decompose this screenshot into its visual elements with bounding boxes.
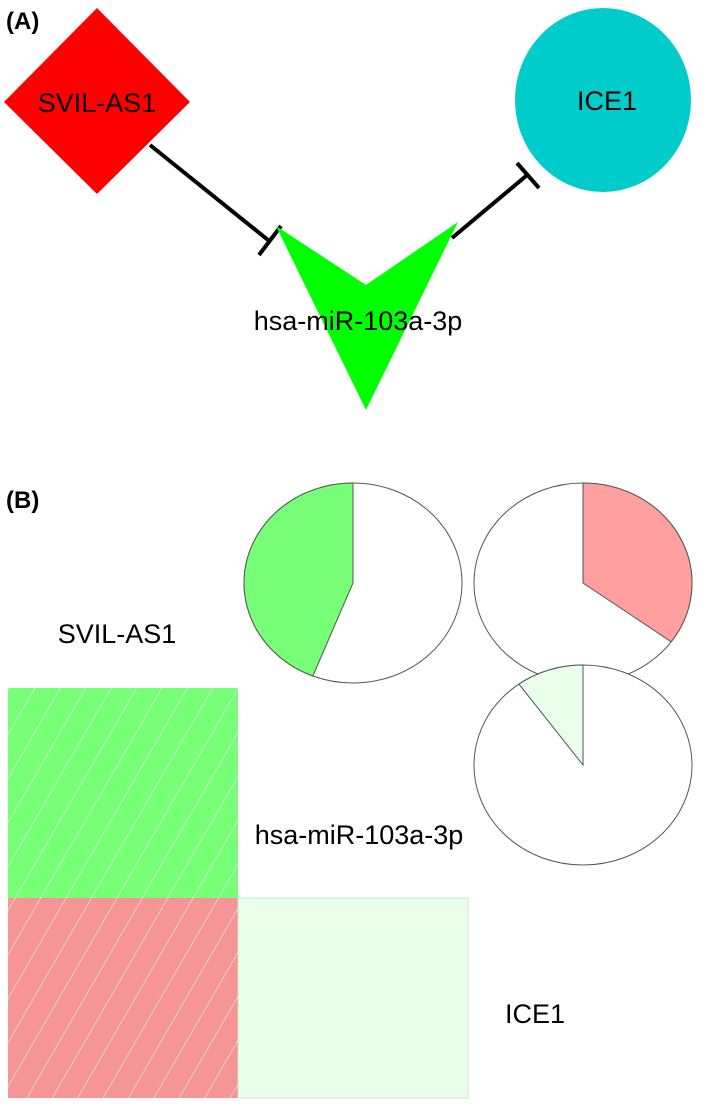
panel-b-label: (B)	[6, 487, 39, 514]
square-ice1-vs-hsa-mir-103a-3p	[237, 897, 469, 1099]
diamond-shape	[4, 8, 190, 194]
pie-slice	[243, 482, 354, 677]
edge-ice1-mirna	[450, 161, 541, 240]
pie-svil-as1-vs-ice1	[473, 482, 693, 684]
node-ice1[interactable]: ICE1	[515, 8, 691, 192]
pie-slice	[518, 664, 584, 767]
row-label-hsa-mir-103a-3p: hsa-miR-103a-3p	[255, 820, 464, 850]
panel-b: (B) SVIL-AS1 hsa-miR-103a-3p ICE1	[6, 482, 693, 1099]
panel-a: (A) SVIL-AS1 ICE1 hsa-miR-103a-3p	[4, 8, 691, 410]
node-label: SVIL-AS1	[38, 88, 157, 118]
panel-a-label: (A)	[6, 8, 39, 35]
node-svil-as1[interactable]: SVIL-AS1	[4, 8, 190, 194]
pie-slice	[582, 482, 693, 643]
edge-line	[450, 174, 528, 240]
square-hsa-mir-103a-3p-vs-svil-as1	[8, 688, 238, 898]
pie-svil-as1-vs-hsa-mir-103a-3p	[243, 482, 463, 684]
edge-line	[148, 143, 270, 242]
pie-hsa-mir-103a-3p-vs-ice1	[473, 664, 693, 866]
row-label-svil-as1: SVIL-AS1	[58, 619, 177, 649]
inhibition-bar	[515, 161, 541, 190]
node-label: hsa-miR-103a-3p	[254, 306, 463, 336]
edge-svil-as1-mirna	[148, 143, 283, 257]
inhibition-bar	[257, 224, 283, 257]
v-arrow-shape	[276, 222, 458, 410]
node-label: ICE1	[577, 86, 637, 116]
node-hsa-mir-103a-3p[interactable]: hsa-miR-103a-3p	[254, 222, 463, 410]
row-label-ice1: ICE1	[505, 999, 565, 1029]
square-ice1-vs-svil-as1	[8, 898, 238, 1098]
circle-shape	[515, 8, 691, 192]
